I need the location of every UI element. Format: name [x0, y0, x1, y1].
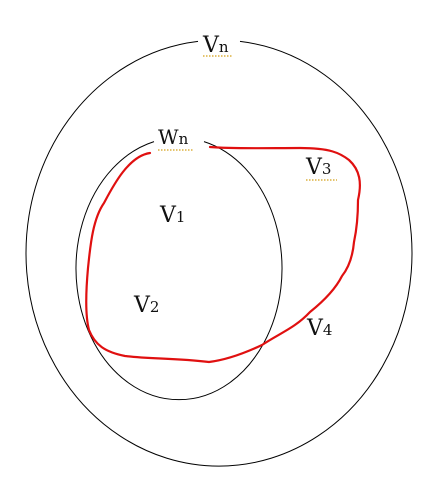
red-region-curve	[85, 145, 361, 364]
label-v2-sub: 2	[150, 298, 160, 316]
label-vn: Vn	[202, 33, 229, 58]
label-v4-sub: 4	[323, 321, 333, 339]
label-v3-main: V	[305, 155, 323, 180]
label-v4: V4	[306, 316, 332, 341]
label-vn-main: V	[202, 33, 220, 58]
label-wn-main: W	[158, 125, 179, 149]
label-v3: V3	[305, 155, 331, 180]
label-v2: V2	[133, 293, 159, 318]
label-v3-sub: 3	[322, 160, 332, 178]
label-v1-main: V	[159, 203, 177, 228]
label-v1-sub: 1	[176, 208, 186, 226]
outer-ellipse-vn	[25, 40, 413, 467]
label-wn: Wn	[158, 125, 189, 149]
label-wn-sub: n	[179, 130, 189, 148]
label-v4-main: V	[306, 316, 324, 341]
label-vn-sub: n	[219, 38, 229, 56]
label-v2-main: V	[133, 293, 151, 318]
inner-ellipse-wn	[75, 141, 283, 401]
label-v1: V1	[159, 203, 185, 228]
